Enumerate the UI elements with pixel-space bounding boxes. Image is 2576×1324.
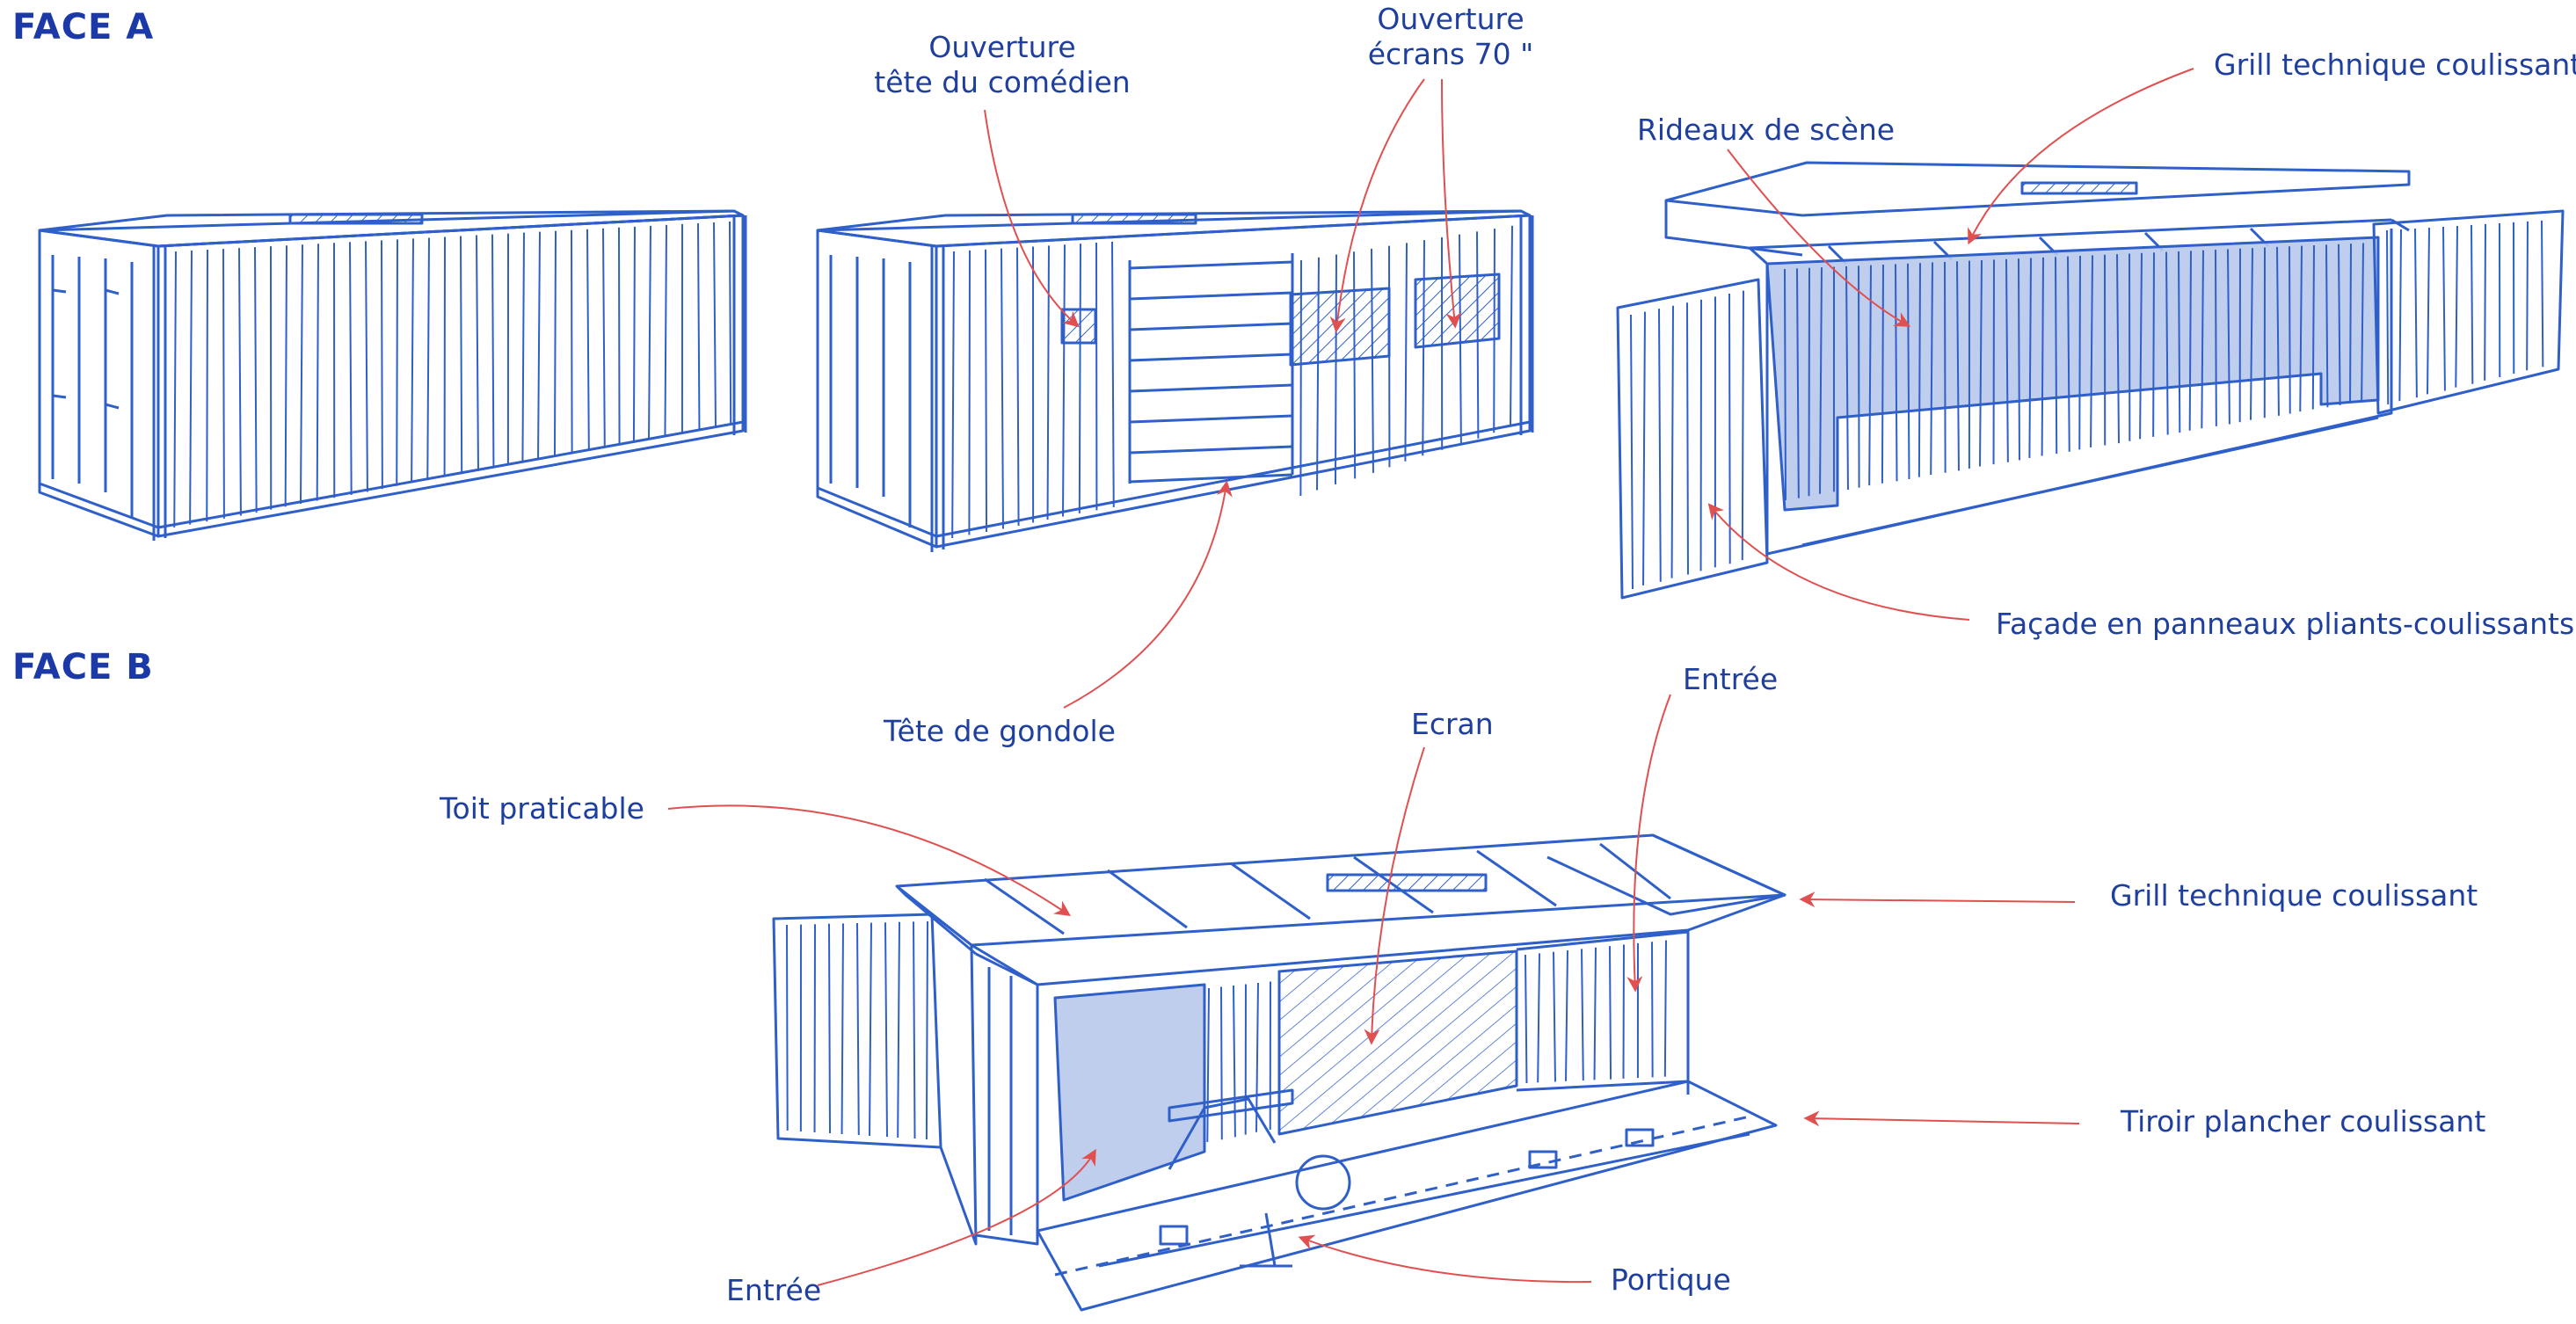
label-toit-praticable: Toit praticable xyxy=(440,791,644,826)
container-face-b xyxy=(772,833,1786,1312)
arrow-entree-top xyxy=(1626,694,1671,993)
arrow-facade xyxy=(1707,503,1970,621)
label-grill-technique-a: Grill technique coulissant xyxy=(2214,47,2576,82)
label-portique: Portique xyxy=(1611,1262,1731,1297)
label-rideaux-de-scene: Rideaux de scène xyxy=(1637,113,1896,147)
label-ouverture-tete-line1: Ouverture xyxy=(928,30,1076,64)
arrow-toit xyxy=(667,804,1071,917)
label-ouverture-ecrans: Ouverture écrans 70 " xyxy=(1350,2,1552,72)
arrow-grill-a xyxy=(1968,68,2194,245)
label-entree-bottom: Entrée xyxy=(726,1273,822,1307)
section-title-face-b: FACE B xyxy=(12,647,154,687)
arrow-portique xyxy=(1298,1234,1592,1284)
label-ouverture-ecrans-line2: écrans 70 " xyxy=(1367,37,1534,71)
arrow-ouverture-ecrans-2 xyxy=(1441,78,1462,329)
label-entree-top: Entrée xyxy=(1683,662,1779,696)
label-facade: Façade en panneaux pliants-coulissants xyxy=(1996,607,2575,641)
arrow-ecran xyxy=(1364,746,1425,1045)
label-ouverture-ecrans-line1: Ouverture xyxy=(1377,2,1524,36)
container-closed xyxy=(38,209,747,541)
arrow-rideaux xyxy=(1727,149,1911,327)
label-tiroir-plancher: Tiroir plancher coulissant xyxy=(2121,1104,2486,1138)
label-grill-technique-b: Grill technique coulissant xyxy=(2110,878,2478,913)
leader-lines xyxy=(667,68,2194,1286)
container-openings xyxy=(816,209,1534,552)
arrow-entree-bottom xyxy=(817,1148,1096,1286)
arrow-tiroir xyxy=(1803,1110,2080,1127)
label-ouverture-tete: Ouverture tête du comédien xyxy=(870,30,1134,100)
label-ouverture-tete-line2: tête du comédien xyxy=(874,65,1131,99)
arrow-ouverture-ecrans-1 xyxy=(1329,78,1425,333)
label-tete-de-gondole: Tête de gondole xyxy=(884,714,1116,748)
arrow-ouverture-tete xyxy=(984,109,1080,328)
label-ecran: Ecran xyxy=(1411,707,1494,741)
section-title-face-a: FACE A xyxy=(12,7,155,47)
arrow-grill-b xyxy=(1799,891,2076,908)
container-stage-open xyxy=(1616,161,2565,600)
arrow-tete-gondole xyxy=(1063,480,1233,709)
